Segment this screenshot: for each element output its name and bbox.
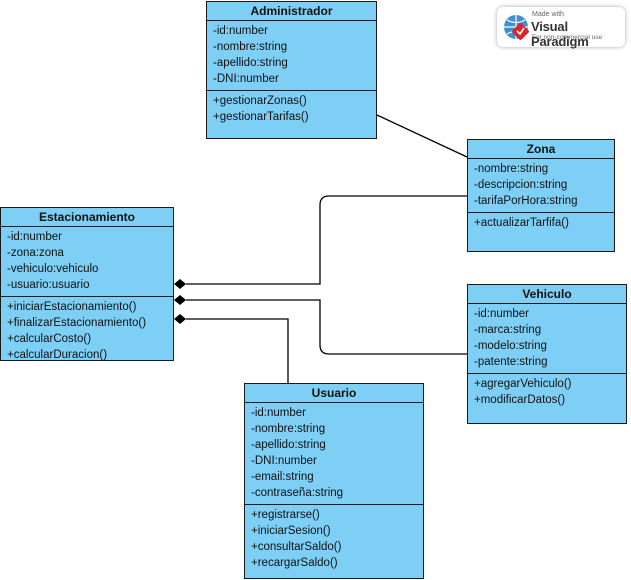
link-administrador-zona[interactable] (376, 114, 468, 158)
attribute: -nombre:string (213, 41, 288, 53)
watermark-badge: Made with Visual Paradigm For non-commer… (497, 7, 625, 49)
operation: +finalizarEstacionamiento() (7, 317, 147, 329)
attribute: -id:number (7, 231, 62, 243)
operation: +calcularDuracion() (7, 349, 108, 361)
operations-compartment: +agregarVehiculo() +modificarDatos() (468, 374, 626, 408)
watermark-license: For non-commercial use (532, 34, 603, 41)
operation: +registrarse() (251, 509, 320, 521)
attribute: -zona:zona (7, 247, 64, 259)
class-usuario[interactable]: Usuario -id:number -nombre:string -apell… (244, 383, 424, 579)
attributes-compartment: -id:number -nombre:string -apellido:stri… (207, 21, 376, 91)
class-title: Estacionamiento (1, 208, 173, 227)
attribute: -modelo:string (474, 340, 547, 352)
attribute: -nombre:string (251, 423, 326, 435)
class-title: Administrador (207, 2, 376, 21)
attribute: -patente:string (474, 356, 548, 368)
composition-diamond-usuario (174, 314, 186, 324)
attribute: -nombre:string (474, 163, 549, 175)
attribute: -id:number (251, 407, 306, 419)
attribute: -vehiculo:vehiculo (7, 263, 99, 275)
operation: +calcularCosto() (7, 333, 92, 345)
attribute: -marca:string (474, 324, 542, 336)
composition-diamond-zona (174, 279, 186, 289)
link-estacionamiento-usuario[interactable] (186, 318, 289, 384)
class-zona[interactable]: Zona -nombre:string -descripcion:string … (467, 139, 615, 252)
class-administrador[interactable]: Administrador -id:number -nombre:string … (206, 1, 377, 139)
attributes-compartment: -nombre:string -descripcion:string -tari… (468, 159, 614, 213)
attribute: -usuario:usuario (7, 279, 90, 291)
attribute: -id:number (474, 308, 529, 320)
operation: +iniciarEstacionamiento() (7, 301, 137, 313)
attribute: -email:string (251, 471, 314, 483)
operation: +consultarSaldo() (251, 541, 342, 553)
operations-compartment: +registrarse() +iniciarSesion() +consult… (245, 505, 423, 571)
link-estacionamiento-vehiculo[interactable] (186, 299, 467, 355)
operation: +modificarDatos() (474, 394, 566, 406)
operation: +actualizarTarfifa() (474, 217, 569, 229)
attribute: -contraseña:string (251, 487, 344, 499)
watermark-brand: Visual Paradigm (531, 19, 589, 49)
attribute: -descripcion:string (474, 179, 568, 191)
operation: +gestionarZonas() (213, 95, 307, 107)
operation: +agregarVehiculo() (474, 378, 572, 390)
class-estacionamiento[interactable]: Estacionamiento -id:number -zona:zona -v… (0, 207, 174, 361)
visual-paradigm-logo-icon (504, 15, 529, 40)
operation: +gestionarTarifas() (213, 111, 309, 123)
class-vehiculo[interactable]: Vehiculo -id:number -marca:string -model… (467, 284, 627, 424)
attribute: -DNI:number (213, 73, 279, 85)
attributes-compartment: -id:number -marca:string -modelo:string … (468, 304, 626, 374)
operation: +iniciarSesion() (251, 525, 331, 537)
attribute: -id:number (213, 25, 268, 37)
composition-diamond-vehiculo (174, 295, 186, 305)
class-title: Usuario (245, 384, 423, 403)
attribute: -DNI:number (251, 455, 317, 467)
class-title: Zona (468, 140, 614, 159)
operations-compartment: +actualizarTarfifa() (468, 213, 614, 231)
link-estacionamiento-zona[interactable] (186, 195, 467, 285)
operations-compartment: +iniciarEstacionamiento() +finalizarEsta… (1, 297, 173, 363)
attributes-compartment: -id:number -nombre:string -apellido:stri… (245, 403, 423, 505)
attribute: -apellido:string (213, 57, 288, 69)
attribute: -tarifaPorHora:string (474, 195, 578, 207)
operation: +recargarSaldo() (251, 557, 338, 569)
attributes-compartment: -id:number -zona:zona -vehiculo:vehiculo… (1, 227, 173, 297)
operations-compartment: +gestionarZonas() +gestionarTarifas() (207, 91, 376, 125)
attribute: -apellido:string (251, 439, 326, 451)
watermark-made-with: Made with (532, 11, 564, 18)
class-title: Vehiculo (468, 285, 626, 304)
